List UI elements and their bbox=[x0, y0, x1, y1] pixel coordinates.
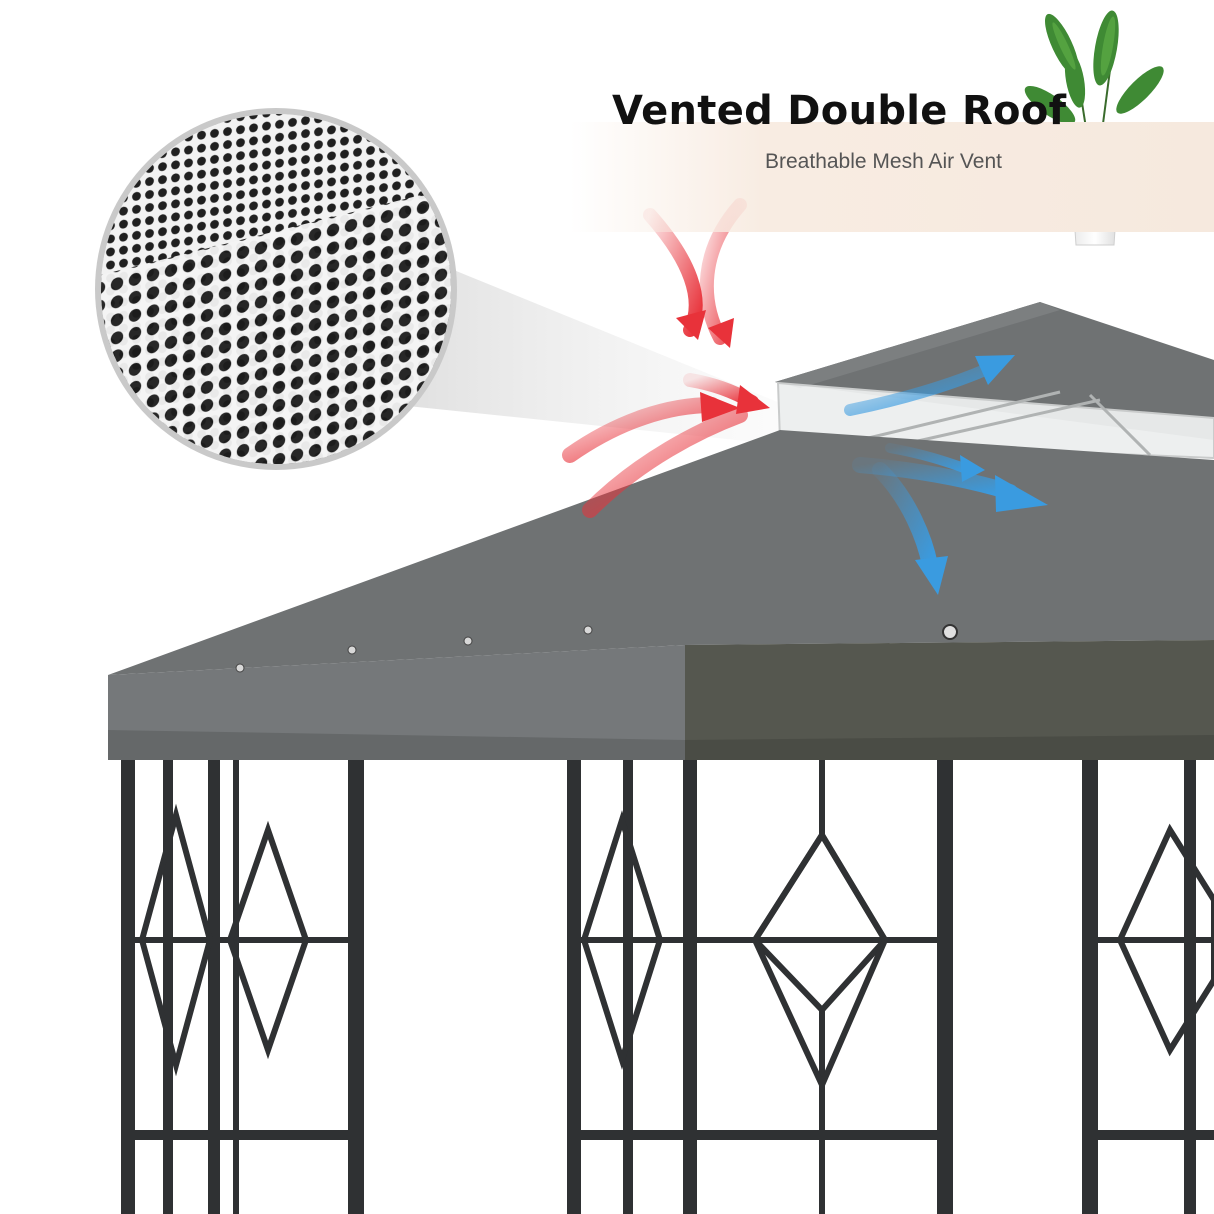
feature-subtitle: Breathable Mesh Air Vent bbox=[765, 150, 1002, 173]
callout-cone bbox=[350, 240, 785, 445]
cool-air-arrow-icon bbox=[844, 355, 1048, 595]
main-canopy bbox=[108, 430, 1214, 760]
feature-title: Vented Double Roof bbox=[612, 88, 1067, 134]
gazebo-frame bbox=[121, 760, 1214, 1214]
mesh-closeup bbox=[95, 108, 457, 470]
title-band bbox=[570, 122, 1214, 232]
